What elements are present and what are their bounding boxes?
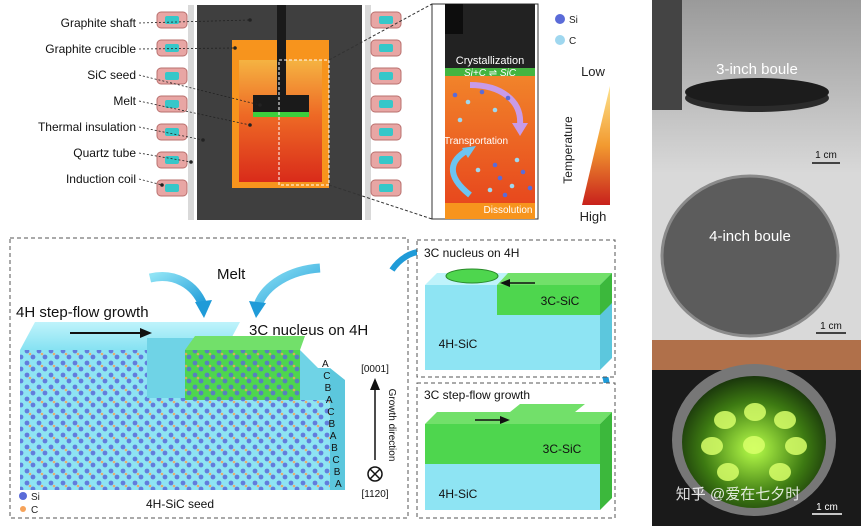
dissolved-particles [452,89,533,198]
temperature-axis-label: Temperature [561,116,575,184]
particle [509,183,515,189]
induction-coils [156,11,402,197]
3c-layer [497,285,600,315]
c-label: C [569,36,576,47]
particle [465,99,471,105]
nucleus-panel-title: 3C nucleus on 4H [424,246,519,260]
growth-direction-label: Growth direction [386,389,397,462]
crystallization-label: Crystallization [456,55,524,67]
dissolution-label: Dissolution [484,205,533,216]
stepflow-panel: 3C step-flow growth 3C-SiC 4H-SiC [416,382,616,519]
si-atom-icon-bottom [19,492,27,500]
stacking-letter: B [329,419,336,430]
zoom-panel: Crystallization Si+C ⇌ SiC Transportatio… [328,3,539,220]
c-atom-icon [555,35,565,45]
furnace-diagram [156,5,402,220]
watermark: 知乎 @爱在七夕时 [676,486,800,503]
stacking-letter: B [331,443,338,454]
nucleus-4h-label: 4H-SiC [439,337,478,351]
melt-label: Melt [217,266,246,283]
temperature-scale: Low High Temperature [561,64,610,224]
furnace-label: Melt [113,94,136,108]
particle [457,117,463,123]
flow-arrow-up [449,147,472,198]
stacking-letter: A [322,359,329,370]
boule-3inch-photo: 3-inch boule 1 cm [652,0,861,172]
stacking-letter: C [327,407,334,418]
step-flow-label: 4H step-flow growth [16,304,149,321]
zoom-region [278,59,330,186]
boule-4inch-photo: 4-inch boule 1 cm [652,172,861,340]
3c-nucleus [445,268,499,284]
graphite-shaft [277,5,286,95]
furnace-label: Quartz tube [73,146,136,160]
particle [497,175,503,181]
stepflow-4h-label: 4H-SiC [439,487,478,501]
seed-holder [253,95,309,112]
stepflow-panel-title: 3C step-flow growth [424,388,530,402]
particle [492,162,498,168]
boule-3inch-label: 3-inch boule [716,61,798,78]
transportation-label: Transportation [444,136,508,147]
nucleus-top [185,336,305,350]
temperature-gradient [582,86,610,205]
glow-photo: 1 cm [652,340,861,526]
boule-3inch [685,78,829,106]
into-page-icon [367,466,383,482]
particle [514,157,520,163]
melt-arrow-right [253,263,321,307]
sic-seed [253,112,309,117]
scale-bar-3: 1 cm [816,502,838,513]
seed-label: 4H-SiC seed [146,497,214,511]
boule-4inch-label: 4-inch boule [709,228,791,245]
direction-top-label: [0001] [361,364,389,375]
si-atom-icon [555,14,565,24]
si-label: Si [569,15,578,26]
nucleus-label: 3C nucleus on 4H [249,322,368,339]
nucleus-3c-label: 3C-SiC [541,294,580,308]
scale-bar-1: 1 cm [815,150,837,161]
melt-arrow-left [148,272,208,307]
si-label-bottom: Si [31,492,40,503]
scale-bar-2: 1 cm [820,321,842,332]
direction-bottom-label: [1120] [361,489,388,500]
particle [492,107,498,113]
stacking-letter: B [325,383,332,394]
c-atom-icon-bottom [20,506,26,512]
particle [520,169,526,175]
growth-panel: Melt 4H step-flow growth 3C nucleus on 4… [9,237,409,519]
particle [479,89,485,95]
furnace-label: Thermal insulation [38,120,136,134]
block-side [330,368,345,490]
quartz-tube-right [365,5,371,220]
stacking-letter: B [334,467,341,478]
furnace-label: SiC seed [87,68,136,82]
temp-high-label: High [580,209,607,224]
flow-arrow-down [469,82,524,126]
stacking-letter: A [330,431,337,442]
atom-legend-top: Si C [555,14,578,47]
stacking-letter: C [323,371,330,382]
furnace-label: Graphite crucible [45,42,136,56]
furnace-label: Graphite shaft [61,16,137,30]
stacking-letter: A [326,395,333,406]
stacking-letter: A [335,479,342,490]
nucleus-panel: 3C nucleus on 4H 3C-SiC 4H-SiC [416,239,616,378]
particle [505,95,511,101]
c-label-bottom: C [31,505,38,516]
reaction-label: Si+C ⇌ SiC [464,68,517,79]
furnace-label: Induction coil [66,172,136,186]
stacking-letter: C [332,455,339,466]
particle [475,167,481,173]
particle [487,187,493,193]
particle [527,185,533,191]
boule-4inch [660,174,840,338]
particle [452,92,458,98]
temp-low-label: Low [581,64,605,79]
particle [502,192,508,198]
stepflow-3c-label: 3C-SiC [543,442,582,456]
